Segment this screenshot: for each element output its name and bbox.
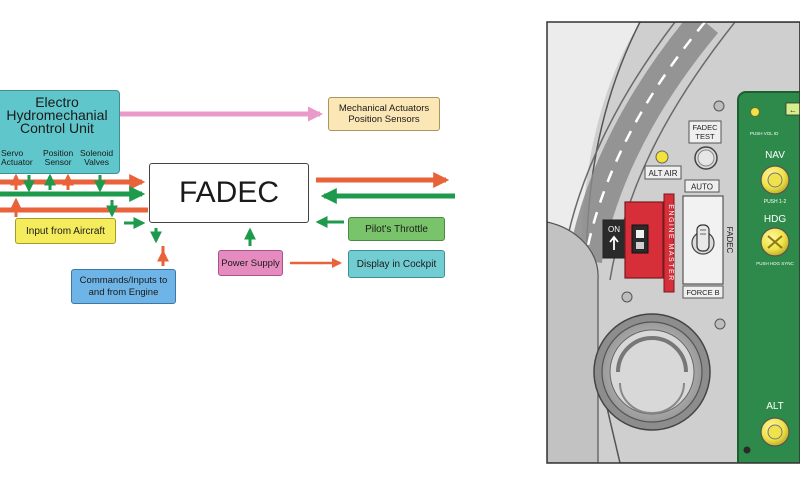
force-b-label: FORCE B bbox=[686, 288, 719, 297]
on-label: ON bbox=[608, 225, 620, 234]
hdg-label: HDG bbox=[764, 214, 786, 225]
pilots-throttle-box: Pilot's Throttle bbox=[348, 217, 445, 241]
ehcu-box: Electro Hydromechanial Control Unit Serv… bbox=[0, 90, 120, 174]
fadec-toggle-switch[interactable] bbox=[696, 224, 710, 252]
ehcu-title-2: Hydromechanial bbox=[6, 107, 108, 123]
alt-label: ALT bbox=[766, 401, 784, 412]
display-in-cockpit-box: Display in Cockpit bbox=[348, 250, 445, 278]
screw bbox=[713, 100, 725, 112]
fadec-test-line1: FADEC bbox=[692, 123, 718, 132]
push-1-2-label: PUSH 1-2 bbox=[764, 199, 787, 205]
ehcu-title-1: Electro bbox=[35, 94, 79, 110]
screw bbox=[621, 291, 633, 303]
mechanical-actuators-box: Mechanical Actuators Position Sensors bbox=[328, 97, 440, 131]
up-arrow-icon bbox=[609, 235, 619, 250]
dashed-line bbox=[583, 22, 706, 261]
ehcu-title-3: Control Unit bbox=[20, 120, 94, 136]
engine-master-label: ENGINE MASTER bbox=[667, 204, 674, 281]
commands-line-2: and from Engine bbox=[88, 286, 159, 298]
power-supply-box: Power Supply bbox=[218, 250, 283, 276]
panel-frame bbox=[546, 21, 800, 464]
mechanical-line-2: Position Sensors bbox=[348, 114, 420, 125]
nav-label: NAV bbox=[765, 150, 785, 161]
fadec-vertical-label: FADEC bbox=[725, 227, 734, 254]
commands-box: Commands/Inputs to and from Engine bbox=[71, 269, 176, 304]
avionics-panel bbox=[737, 91, 800, 463]
alt-air-label: ALT AIR bbox=[648, 169, 677, 178]
input-from-aircraft-box: Input from Aircraft bbox=[15, 218, 116, 244]
air-vent-louver bbox=[616, 336, 688, 373]
alt-air-light bbox=[655, 150, 669, 164]
push-hdg-sync-label: PUSH HDG SYNC bbox=[756, 261, 794, 266]
screw bbox=[714, 318, 726, 330]
svg-text:←: ← bbox=[789, 106, 797, 115]
push-vol-id-label: PUSH VOL ID bbox=[750, 131, 779, 136]
commands-line-1: Commands/Inputs to bbox=[79, 274, 168, 286]
fadec-test-plate bbox=[688, 120, 722, 144]
auto-label: AUTO bbox=[691, 183, 713, 192]
back-arrow-key[interactable] bbox=[785, 102, 800, 116]
fadec-test-line2: TEST bbox=[695, 132, 715, 141]
mechanical-line-1: Mechanical Actuators bbox=[338, 103, 430, 114]
engine-master-switch[interactable] bbox=[636, 230, 644, 238]
fadec-box: FADEC bbox=[149, 163, 309, 223]
